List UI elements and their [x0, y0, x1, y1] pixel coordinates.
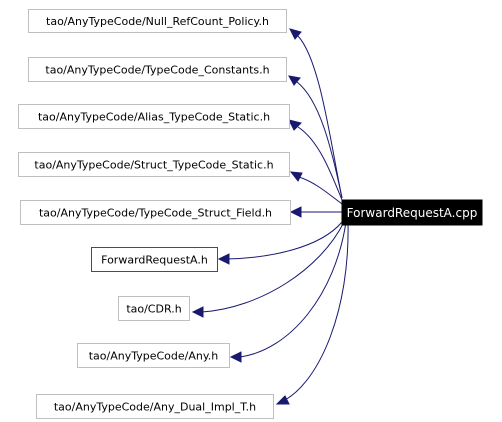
node-typecode-constants[interactable]: tao/AnyTypeCode/TypeCode_Constants.h: [28, 57, 287, 82]
edge-to-any-dual-impl-t: [284, 221, 349, 401]
edges: [191, 28, 349, 405]
node-null-refcount-policy[interactable]: tao/AnyTypeCode/Null_RefCount_Policy.h: [28, 9, 287, 33]
source-node-forward-request-cpp[interactable]: ForwardRequestA.cpp: [341, 199, 483, 226]
node-label: tao/AnyTypeCode/TypeCode_Constants.h: [45, 64, 269, 77]
node-any-h[interactable]: tao/AnyTypeCode/Any.h: [77, 343, 230, 368]
edge-to-alias-typecode-static: [297, 126, 343, 201]
node-struct-typecode-static[interactable]: tao/AnyTypeCode/Struct_TypeCode_Static.h: [18, 152, 290, 177]
edge-to-struct-typecode-static: [298, 176, 343, 205]
edge-arrowhead: [288, 75, 301, 86]
node-cdr-h[interactable]: tao/CDR.h: [118, 296, 190, 321]
edge-to-cdr-h: [201, 221, 345, 313]
node-forward-request-h[interactable]: ForwardRequestA.h: [91, 247, 218, 272]
edge-arrowhead: [217, 253, 230, 265]
node-label: tao/AnyTypeCode/Alias_TypeCode_Static.h: [38, 111, 270, 124]
edge-arrowhead: [289, 28, 302, 40]
edge-to-any-h: [239, 221, 347, 358]
edge-arrowhead: [191, 306, 204, 318]
edge-to-forward-request-h: [226, 221, 343, 260]
node-label: tao/CDR.h: [126, 303, 181, 316]
edge-arrowhead: [289, 206, 302, 218]
node-label: tao/AnyTypeCode/Struct_TypeCode_Static.h: [34, 159, 273, 172]
edge-arrowhead: [289, 171, 303, 182]
node-label: tao/AnyTypeCode/Any_Dual_Impl_T.h: [54, 401, 256, 414]
edge-to-typecode-constants: [296, 81, 343, 199]
node-any-dual-impl-t[interactable]: tao/AnyTypeCode/Any_Dual_Impl_T.h: [36, 394, 274, 419]
node-label: tao/AnyTypeCode/TypeCode_Struct_Field.h: [39, 207, 272, 220]
source-node-box: [341, 199, 483, 226]
node-label: tao/AnyTypeCode/Any.h: [89, 350, 219, 363]
edge-arrowhead: [275, 395, 290, 405]
node-alias-typecode-static[interactable]: tao/AnyTypeCode/Alias_TypeCode_Static.h: [18, 104, 290, 129]
node-label: tao/AnyTypeCode/Null_RefCount_Policy.h: [46, 15, 269, 28]
edge-arrowhead: [288, 119, 302, 131]
edge-arrowhead: [229, 351, 242, 363]
source-node-label: ForwardRequestA.cpp: [347, 206, 478, 220]
node-typecode-struct-field[interactable]: tao/AnyTypeCode/TypeCode_Struct_Field.h: [20, 200, 291, 225]
node-label: ForwardRequestA.h: [101, 254, 208, 267]
